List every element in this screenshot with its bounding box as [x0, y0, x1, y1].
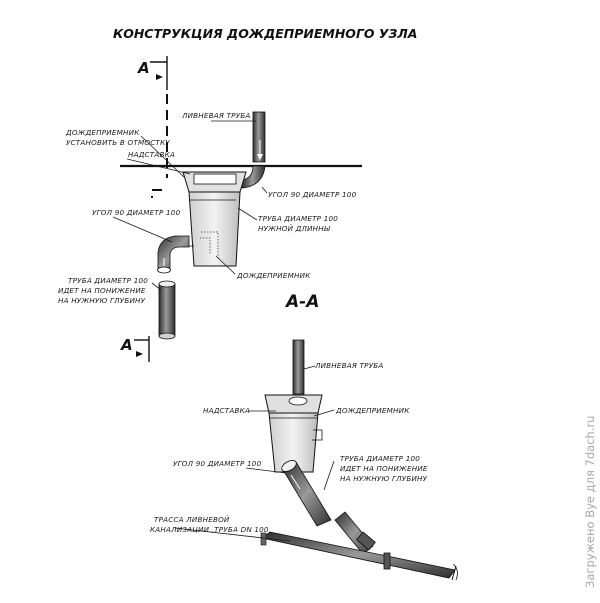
label-elbow-right: УГОЛ 90 ДИАМЕТР 100 [268, 190, 357, 199]
label-storm-pipe: ЛИВНЕВАЯ ТРУБА [181, 111, 251, 120]
rain-inlet-body [181, 171, 247, 267]
label-route-2: КАНАЛИЗАЦИИ ,ТРУБА DN 100 [150, 525, 269, 534]
label-inlet-install: ДОЖДЕПРИЕМНИК [65, 128, 140, 137]
section-mark-bottom: A [120, 336, 150, 362]
section-mark-letter: A [120, 336, 133, 354]
label-section-inlet: ДОЖДЕПРИЕМНИК [335, 406, 410, 415]
label-section-pipe-down: ТРУБА ДИАМЕТР 100 [340, 454, 420, 463]
section-route-pipe [260, 531, 458, 581]
elbow-left [157, 235, 190, 274]
label-section-elbow: УГОЛ 90 ДИАМЕТР 100 [173, 459, 262, 468]
label-section-pipe-down-3: НА НУЖНУЮ ГЛУБИНУ [340, 474, 428, 483]
label-section-storm-pipe: ЛИВНЕВАЯ ТРУБА [314, 361, 384, 370]
label-elbow-left: УГОЛ 90 ДИАМЕТР 100 [92, 208, 181, 217]
label-inlet: ДОЖДЕПРИЕМНИК [236, 271, 311, 280]
section-storm-pipe [292, 339, 305, 395]
section-mark-top: A [137, 56, 168, 90]
drawing-title: КОНСТРУКЦИЯ ДОЖДЕПРИЕМНОГО УЗЛА [113, 26, 417, 41]
section-line [151, 94, 168, 198]
section-title: А-А [284, 292, 319, 312]
storm-pipe-vertical [252, 111, 266, 163]
elbow-right [241, 165, 266, 189]
label-inlet-install-2: УСТАНОВИТЬ В ОТМОСТКУ [66, 138, 170, 147]
label-pipe-down-2: ИДЕТ НА ПОНИЖЕНИЕ [58, 286, 146, 295]
section-inlet-body [264, 394, 323, 473]
section-mark-letter: A [137, 59, 150, 77]
label-pipe-down: ТРУБА ДИАМЕТР 100 [68, 276, 148, 285]
label-section-pipe-down-2: ИДЕТ НА ПОНИЖЕНИЕ [340, 464, 428, 473]
watermark: Загружено Вуе для 7dach.ru [583, 416, 597, 588]
pipe-down [158, 280, 176, 340]
label-route: ТРАССА ЛИВНЕВОЙ [154, 515, 230, 524]
section-joint [334, 511, 376, 555]
label-section-extension: НАДСТАВКА [203, 406, 250, 415]
label-pipe-length-2: НУЖНОЙ ДЛИННЫ [258, 224, 331, 233]
plan-view: A [58, 56, 362, 362]
section-view: ЛИВНЕВАЯ ТРУБА НАДСТАВКА ДОЖДЕПРИЕМНИК У… [150, 339, 458, 581]
section-diagonal-pipe [281, 460, 332, 527]
label-pipe-down-3: НА НУЖНУЮ ГЛУБИНУ [58, 296, 146, 305]
label-extension: НАДСТАВКА [128, 150, 175, 159]
label-pipe-length: ТРУБА ДИАМЕТР 100 [258, 214, 338, 223]
